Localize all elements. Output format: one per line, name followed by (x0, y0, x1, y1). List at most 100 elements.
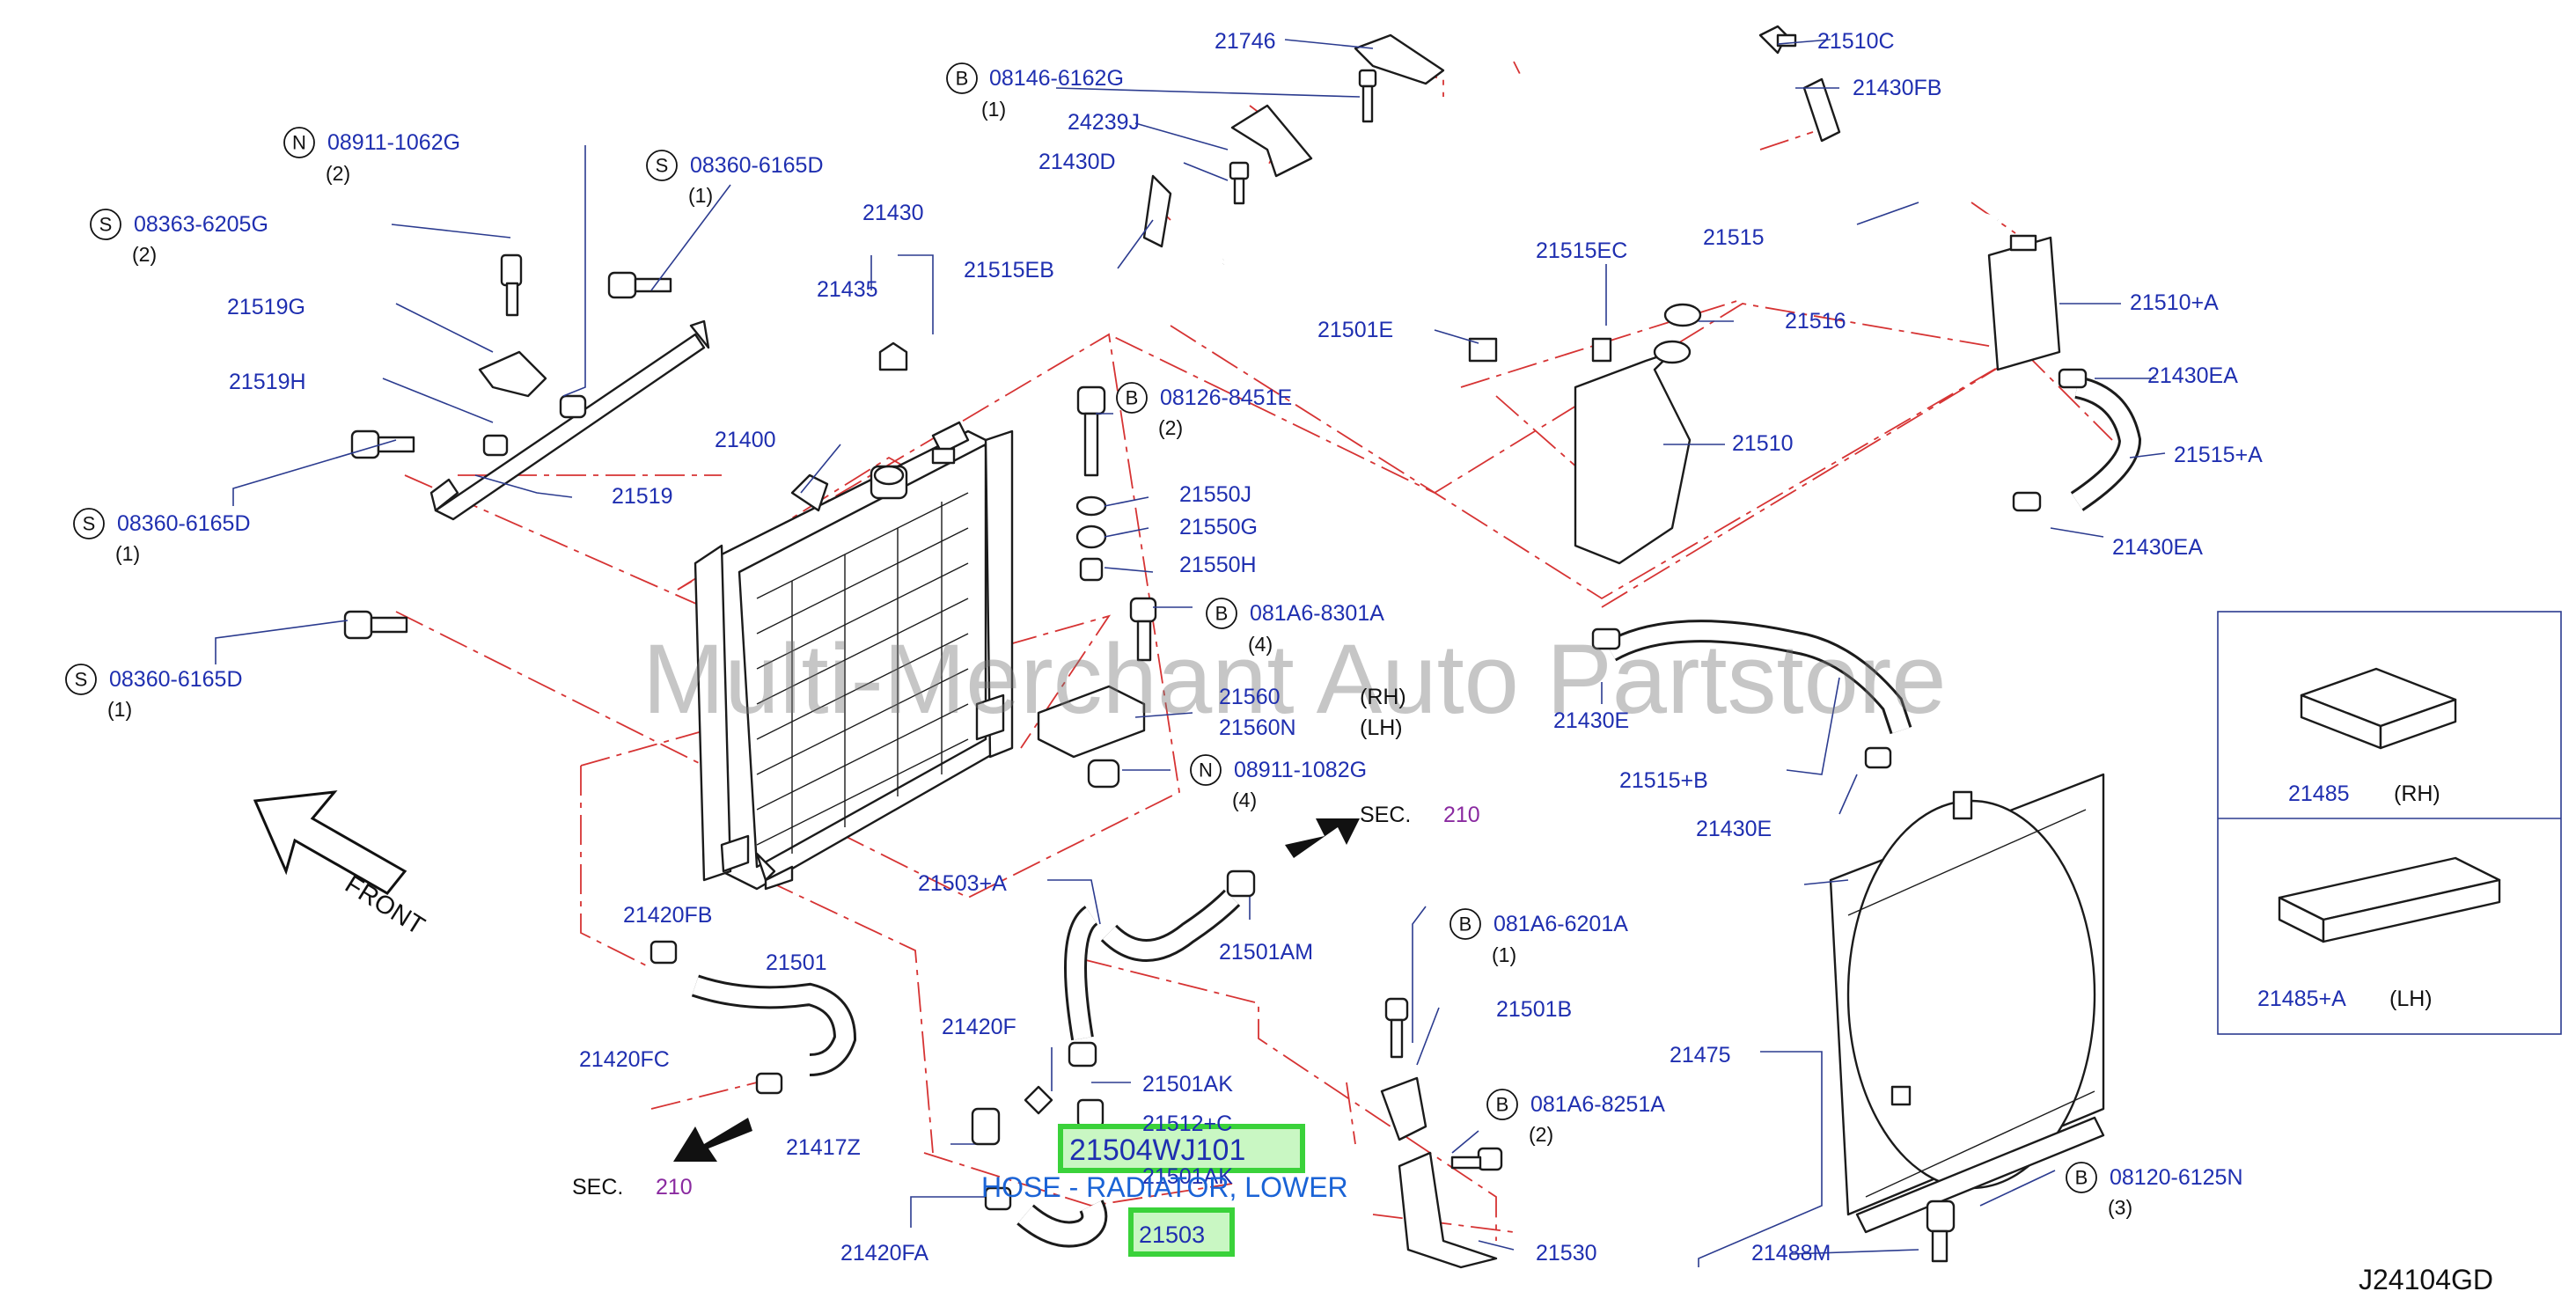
badge-b (1116, 382, 1148, 414)
sec-arrow-up-icon (1285, 818, 1360, 858)
callout-21435[interactable]: 21435 (817, 277, 878, 302)
side-21560N: (LH) (1360, 715, 1403, 740)
callout-21501B[interactable]: 21501B (1496, 997, 1572, 1022)
callout-21515EB[interactable]: 21515EB (964, 258, 1054, 282)
callout-08360-6165D-low[interactable]: 08360-6165D (109, 667, 243, 692)
highlight-part-number[interactable]: 21504WJ101 (1069, 1134, 1245, 1167)
callout-21530[interactable]: 21530 (1536, 1241, 1597, 1266)
callout-21512C[interactable]: 21512+C (1142, 1112, 1232, 1136)
callout-21485A[interactable]: 21485+A (2257, 987, 2346, 1011)
callout-21400[interactable]: 21400 (715, 428, 776, 452)
badge-letter-b08146: B (956, 68, 969, 90)
mount-bracket-21530 (1380, 997, 1503, 1269)
callout-08146-6162G[interactable]: 08146-6162G (989, 66, 1124, 91)
callout-21560N[interactable]: 21560N (1219, 715, 1296, 740)
callout-21488M[interactable]: 21488M (1751, 1241, 1831, 1266)
callout-21503A[interactable]: 21503+A (918, 871, 1007, 896)
sec-ref-prefix-bottom: SEC. (572, 1175, 623, 1200)
callout-21430FB[interactable]: 21430FB (1853, 76, 1941, 100)
callout-21560[interactable]: 21560 (1219, 685, 1281, 709)
sec-ref-number-top[interactable]: 210 (1443, 803, 1480, 827)
callout-08911-1082G[interactable]: 08911-1082G (1234, 758, 1367, 782)
callout-21430E-b[interactable]: 21430E (1696, 817, 1772, 841)
qty-08363: (2) (132, 243, 157, 266)
callout-081A6-8251A[interactable]: 081A6-8251A (1530, 1092, 1665, 1117)
callout-21430[interactable]: 21430 (862, 201, 924, 225)
qty-08360-low: (1) (107, 698, 132, 721)
direction-arrows (253, 790, 1360, 1162)
callout-21430EA-top[interactable]: 21430EA (2147, 363, 2238, 388)
badge-s (73, 508, 105, 539)
badge-letter-b08360-low: S (75, 669, 88, 691)
callout-21420F[interactable]: 21420F (942, 1015, 1016, 1039)
callout-21420FC[interactable]: 21420FC (579, 1047, 670, 1072)
callout-21485[interactable]: 21485 (2288, 781, 2350, 806)
qty-08911-1082G: (4) (1232, 789, 1257, 811)
badge-b (1486, 1089, 1518, 1120)
callout-21515EC[interactable]: 21515EC (1536, 238, 1627, 263)
callout-08126-8451E[interactable]: 08126-8451E (1160, 385, 1292, 410)
bracket-21519 (429, 319, 710, 521)
callout-21510A[interactable]: 21510+A (2130, 290, 2219, 315)
callout-21430D[interactable]: 21430D (1038, 150, 1116, 174)
callout-21510C[interactable]: 21510C (1817, 29, 1895, 54)
badge-s (65, 664, 97, 695)
radiator-21400 (694, 421, 1014, 891)
callout-081A6-6201A[interactable]: 081A6-6201A (1493, 912, 1628, 936)
callout-21515B[interactable]: 21515+B (1619, 768, 1708, 793)
callout-21501E[interactable]: 21501E (1317, 318, 1393, 342)
callout-08120-6125N[interactable]: 08120-6125N (2110, 1165, 2243, 1190)
callout-21430EA-bot[interactable]: 21430EA (2112, 535, 2203, 560)
callout-21417Z[interactable]: 21417Z (786, 1135, 861, 1160)
callout-21746[interactable]: 21746 (1215, 29, 1276, 54)
callout-21501AK-2[interactable]: 21501AK (1142, 1164, 1233, 1189)
shroud-seal-inset (2217, 611, 2562, 1035)
qty-081A6-8251A: (2) (1529, 1123, 1553, 1146)
qty-081A6-6201A: (1) (1492, 943, 1516, 966)
callout-21550J[interactable]: 21550J (1179, 482, 1251, 507)
callout-08360-6165D-mid[interactable]: 08360-6165D (117, 511, 251, 536)
badge-b (946, 62, 978, 94)
callout-08911-1062G[interactable]: 08911-1062G (327, 130, 460, 155)
callout-21515[interactable]: 21515 (1703, 225, 1765, 250)
callout-08363-6205G[interactable]: 08363-6205G (134, 212, 268, 237)
diagram-id: J24104GD (2359, 1264, 2493, 1295)
callout-21550G[interactable]: 21550G (1179, 515, 1258, 539)
badge-letter-b08360-top: S (656, 155, 669, 177)
callout-21519[interactable]: 21519 (612, 484, 673, 509)
fan-shroud-21475 (1829, 773, 2105, 1263)
callout-21516[interactable]: 21516 (1785, 309, 1846, 334)
callout-21501[interactable]: 21501 (766, 950, 827, 975)
qty-08360-top: (1) (688, 184, 713, 207)
callout-21420FA[interactable]: 21420FA (840, 1241, 928, 1266)
sec-ref-number-bottom[interactable]: 210 (656, 1175, 693, 1200)
callout-21430E-a[interactable]: 21430E (1553, 708, 1629, 733)
badge-letter-b08120: B (2075, 1167, 2088, 1189)
callout-21519H[interactable]: 21519H (229, 370, 306, 394)
highlight-box-related[interactable] (1128, 1207, 1235, 1257)
callout-24239J[interactable]: 24239J (1068, 110, 1140, 135)
callout-081A6-8301A[interactable]: 081A6-8301A (1250, 601, 1384, 626)
highlight-related-part[interactable]: 21503 (1139, 1222, 1205, 1248)
callout-08360-6165D-top[interactable]: 08360-6165D (690, 153, 824, 178)
callout-21550H[interactable]: 21550H (1179, 553, 1257, 577)
sec-arrow-down-icon (673, 1118, 752, 1162)
callout-21475[interactable]: 21475 (1670, 1043, 1731, 1068)
hoses-right (1591, 368, 2142, 769)
badge-s (90, 209, 121, 240)
callout-21519G[interactable]: 21519G (227, 295, 305, 319)
badge-b (2066, 1162, 2097, 1193)
qty-08360-mid: (1) (115, 542, 140, 565)
callout-21515A[interactable]: 21515+A (2174, 443, 2263, 467)
callout-21501AK[interactable]: 21501AK (1142, 1072, 1233, 1097)
callout-21510[interactable]: 21510 (1732, 431, 1794, 456)
callout-21420FB[interactable]: 21420FB (623, 903, 712, 928)
callout-21501AM[interactable]: 21501AM (1219, 940, 1313, 965)
badge-n (283, 127, 315, 158)
qty-081A6-8301A: (4) (1248, 633, 1273, 656)
badge-letter-b081A6-6201A: B (1459, 913, 1472, 935)
watermark-text: Multi-Merchant Auto Partstore (642, 624, 1946, 734)
highlight-box-main[interactable] (1058, 1124, 1305, 1173)
highlight-part-name: HOSE - RADIATOR, LOWER (981, 1171, 1348, 1203)
